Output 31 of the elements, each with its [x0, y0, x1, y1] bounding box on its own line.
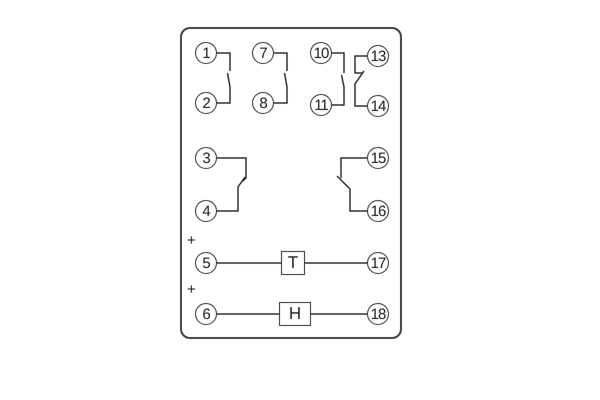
- contact-wire: [331, 52, 345, 106]
- terminal-number: 18: [367, 303, 389, 325]
- terminal-number: 14: [367, 95, 389, 117]
- wire: [217, 313, 279, 315]
- contact-wire: [216, 52, 231, 104]
- polarity-sign: +: [187, 282, 196, 297]
- terminal-number: 13: [367, 45, 389, 67]
- component-box: T: [281, 251, 305, 275]
- terminal-number: 1: [195, 42, 217, 64]
- terminal-number: 15: [367, 147, 389, 169]
- contact-wire: [336, 157, 368, 212]
- terminal-number: 6: [195, 303, 217, 325]
- wire: [311, 313, 367, 315]
- terminal-number: 4: [195, 200, 217, 222]
- terminal-number: 5: [195, 252, 217, 274]
- polarity-sign: +: [187, 233, 196, 248]
- terminal-number: 11: [310, 94, 332, 116]
- terminal-number: 7: [252, 42, 274, 64]
- terminal-panel: [180, 27, 402, 339]
- terminal-number: 3: [195, 147, 217, 169]
- contact-wire: [216, 157, 247, 212]
- contact-wire: [354, 55, 368, 107]
- wire: [217, 262, 281, 264]
- component-box: H: [279, 302, 311, 326]
- contact-wire: [273, 52, 288, 104]
- terminal-number: 8: [252, 92, 274, 114]
- terminal-number: 16: [367, 200, 389, 222]
- wire: [305, 262, 367, 264]
- terminal-number: 17: [367, 252, 389, 274]
- terminal-number: 10: [310, 42, 332, 64]
- terminal-number: 2: [195, 92, 217, 114]
